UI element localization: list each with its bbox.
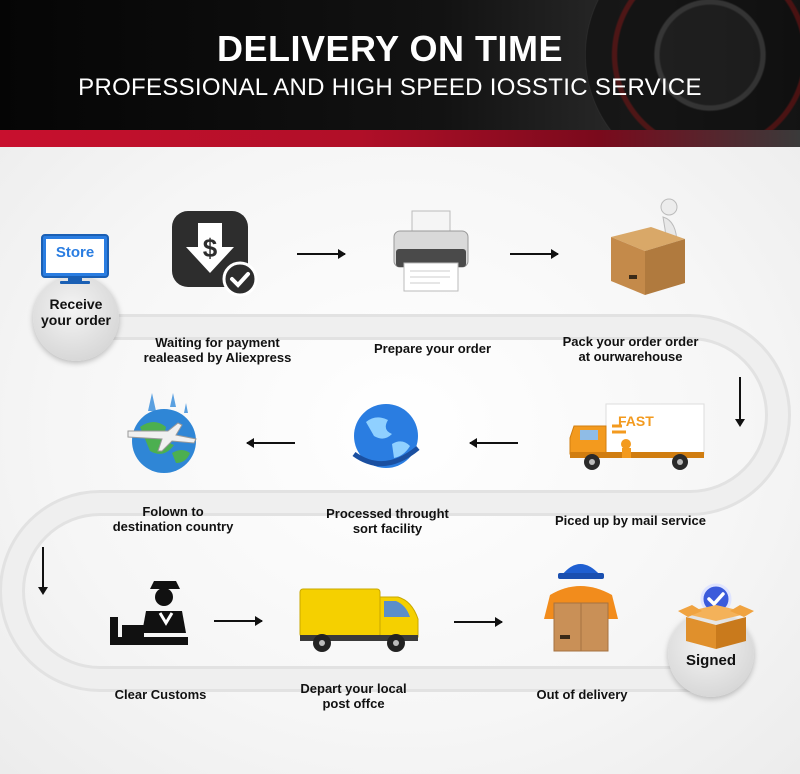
arrow-down <box>735 377 745 427</box>
signed-label: Signed <box>685 652 736 669</box>
printer-icon <box>390 209 472 295</box>
start-circle <box>33 275 119 361</box>
header-banner: DELIVERY ON TIME PROFESSIONAL AND HIGH S… <box>0 0 800 130</box>
step-pack-label: Pack your order order at ourwarehouse <box>562 334 699 364</box>
store-label: Store <box>55 244 95 261</box>
page-title: DELIVERY ON TIME <box>216 28 564 69</box>
globe-icon <box>348 400 424 476</box>
courier-with-box-icon <box>540 555 622 655</box>
step-payment-label: Waiting for payment realeased by Aliexpr… <box>143 335 292 365</box>
arrow-left <box>246 438 295 448</box>
earth-airplane-icon <box>118 387 210 479</box>
dollar-download-icon: $ <box>170 209 260 299</box>
arrow-down <box>38 547 48 595</box>
svg-text:$: $ <box>203 233 218 263</box>
packing-box-icon <box>605 197 695 297</box>
page-subtitle: PROFESSIONAL AND HIGH SPEED IOSSTIC SERV… <box>78 74 702 101</box>
step-pickup-label: Piced up by mail service <box>554 513 707 528</box>
arrow-right <box>297 249 346 259</box>
truck-fast-text: FAST <box>618 413 654 429</box>
customs-officer-icon <box>108 577 190 649</box>
step-flight-label: Folown to destination country <box>112 504 234 534</box>
step-prepare-label: Prepare your order <box>373 341 492 356</box>
step-depart-label: Depart your local post offce <box>300 681 407 711</box>
arrow-right <box>214 616 263 626</box>
step-sort-label: Processed throught sort facility <box>326 506 449 536</box>
header-accent-bar <box>0 130 800 147</box>
step-customs-label: Clear Customs <box>114 687 207 702</box>
computer-store-icon: Store <box>40 233 110 284</box>
step-out-label: Out of delivery <box>536 687 628 702</box>
receive-order-label: Receive your order <box>40 296 111 328</box>
yellow-van-icon <box>298 585 420 653</box>
delivery-truck-icon: FAST <box>568 402 708 472</box>
arrow-left <box>469 438 518 448</box>
arrow-right <box>510 249 559 259</box>
delivery-process-flow: Store Receive your order $ Waiting for p… <box>0 147 800 774</box>
arrow-right <box>454 617 503 627</box>
process-track <box>0 314 791 692</box>
open-box-check-icon <box>676 581 756 651</box>
car-wheel-graphic <box>585 0 800 130</box>
